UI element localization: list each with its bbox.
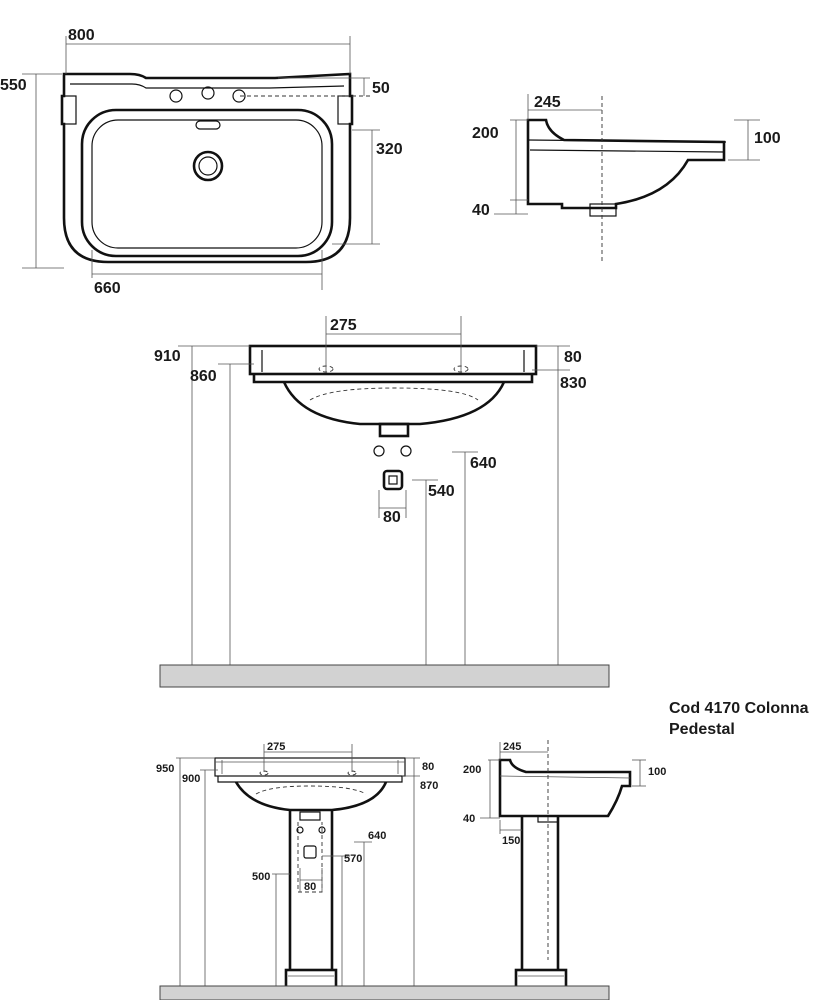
dim-ped-waste-height: 570 — [344, 853, 362, 865]
drain-outer — [192, 150, 224, 182]
dim-side-rim: 100 — [754, 130, 781, 147]
overflow-slot — [195, 120, 221, 130]
dim-wall-rim-thickness: 80 — [564, 349, 582, 366]
dim-ped-tap-spacing: 275 — [267, 741, 285, 753]
tap-hole-right — [232, 89, 246, 103]
top-side-view: 245 200 40 100 — [472, 94, 781, 262]
dim-top-height: 550 — [0, 77, 27, 94]
dim-tap-offset: 50 — [372, 80, 390, 97]
bowl-inner — [91, 119, 323, 249]
waste-box — [382, 469, 404, 491]
dim-ped-side-depth: 245 — [503, 741, 521, 753]
floor-slab-2 — [159, 985, 610, 1000]
drain-inner — [198, 156, 218, 176]
ped-basin-bowl — [234, 781, 388, 812]
dim-ped-left-height: 500 — [252, 871, 270, 883]
top-plan-view: 800 550 50 320 660 — [0, 27, 403, 297]
dim-ped-rim-thickness: 80 — [422, 761, 434, 773]
dim-bowl-depth: 320 — [376, 141, 403, 158]
dim-ped-side-rim: 100 — [648, 766, 666, 778]
dim-ped-rim-height: 900 — [182, 773, 200, 785]
bowl-outer — [80, 108, 334, 258]
wall-basin-top — [248, 344, 538, 376]
product-name: Pedestal — [669, 721, 735, 738]
floor-slab-1 — [159, 664, 610, 688]
dim-ped-side-top-height: 200 — [463, 764, 481, 776]
dim-ped-side-bottom: 40 — [463, 813, 475, 825]
wall-basin-bowl — [282, 381, 506, 426]
dim-wall-waste-height: 540 — [428, 483, 455, 500]
dim-top-width: 800 — [68, 27, 95, 44]
dim-ped-drain-height: 640 — [368, 830, 386, 842]
fitting-left — [373, 445, 385, 457]
dim-side-bottom: 40 — [472, 202, 490, 219]
side-profile — [526, 118, 726, 210]
dim-wall-rim-height: 860 — [190, 368, 217, 385]
back-ledge — [70, 83, 345, 89]
ped-basin-top — [214, 757, 406, 777]
tap-hole-center — [201, 86, 215, 100]
wall-waste-outlet — [378, 422, 410, 438]
dim-bowl-width: 660 — [94, 280, 121, 297]
dim-ped-total-height: 950 — [156, 763, 174, 775]
ped-waste-box — [303, 845, 317, 859]
ped-side-column — [520, 816, 560, 970]
dim-side-depth: 245 — [534, 94, 561, 111]
wall-basin-lip — [252, 374, 534, 384]
pedestal-side-view: 245 200 40 100 150 — [463, 740, 666, 990]
ped-base — [284, 968, 338, 990]
dim-wall-total-height: 910 — [154, 348, 181, 365]
basin-outline — [60, 72, 354, 264]
dim-wall-tap-spacing: 275 — [330, 317, 357, 334]
fitting-right — [400, 445, 412, 457]
ped-column — [288, 810, 334, 970]
dim-side-top-height: 200 — [472, 125, 499, 142]
dim-wall-rim-lower: 830 — [560, 375, 587, 392]
dim-wall-drain-height: 640 — [470, 455, 497, 472]
left-bracket — [61, 95, 77, 125]
dim-ped-rim-lower: 870 — [420, 780, 438, 792]
product-caption: Cod 4170 Colonna Pedestal — [669, 698, 809, 740]
dim-ped-side-column-offset: 150 — [502, 835, 520, 847]
product-code: Cod 4170 Colonna — [669, 700, 809, 717]
side-waste — [589, 203, 617, 217]
pedestal-front-view: 275 950 900 80 870 640 570 500 80 — [156, 741, 438, 990]
ped-side-profile — [498, 758, 632, 818]
tap-hole-left — [169, 89, 183, 103]
dim-wall-waste-width: 80 — [383, 509, 401, 526]
ped-side-base — [514, 968, 568, 990]
dim-ped-waste-width: 80 — [304, 881, 316, 893]
right-bracket — [337, 95, 353, 125]
wall-front-view: 275 910 860 80 830 640 540 80 — [154, 316, 610, 688]
